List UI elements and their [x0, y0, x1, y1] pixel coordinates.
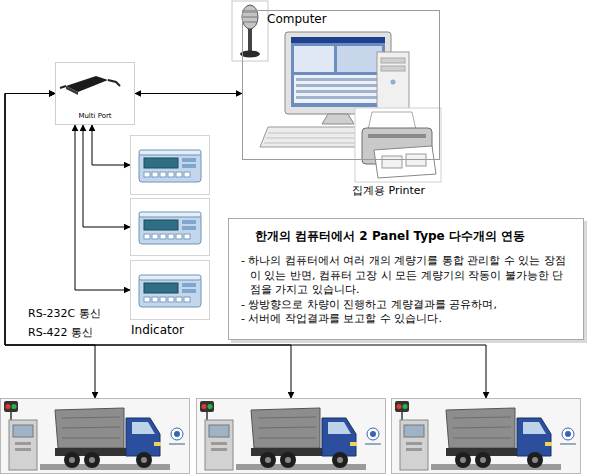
note-box: 한개의 컴퓨터에서 2 Panel Type 다수개의 연동 - 하나의 컴퓨터에… [228, 218, 584, 340]
computer-box: Computer [242, 10, 440, 160]
mic-grille [243, 22, 257, 23]
hub-cable [108, 80, 120, 86]
node-title: Multi Port [56, 112, 134, 120]
paper-out [374, 146, 436, 178]
window-panel [337, 46, 382, 72]
monitor-screen [291, 37, 385, 107]
window-panel [294, 46, 334, 72]
printer-picture [355, 108, 441, 182]
multi-port-box: Multi Port [55, 62, 135, 125]
mic-grille [243, 12, 257, 13]
truck-scale-box [196, 398, 386, 474]
protocol-label: RS-422 통신 [28, 325, 93, 340]
indicator-box [130, 260, 210, 320]
indicator-box [130, 135, 210, 195]
window-row [296, 96, 380, 99]
window-row [296, 90, 380, 93]
printed-label [382, 156, 402, 168]
monitor-bezel [285, 32, 391, 114]
truck-scale-picture [196, 398, 386, 474]
truck-scale-picture [391, 398, 581, 474]
node-body-text: - 하나의 컴퓨터에서 여러 개의 계량기를 통합 관리할 수 있는 장점이 있… [241, 254, 573, 298]
window-bar [291, 37, 385, 43]
connector-line [75, 125, 130, 290]
connector-line [92, 125, 130, 165]
protocol-label: RS-232C 통신 [28, 306, 101, 321]
key-row [268, 133, 358, 134]
picture-frame [355, 108, 441, 182]
connector-line [135, 93, 242, 94]
mic-head [242, 5, 258, 29]
node-body-text: - 서버에 작업결과를 보고할 수 있습니다. [241, 312, 573, 327]
key-row [264, 143, 362, 144]
node-title: Computer [267, 12, 327, 26]
paper-in [368, 112, 416, 130]
printed-label [406, 154, 426, 166]
indicator-caption: Indicator [131, 323, 184, 337]
printer-caption: 집계용 Printer [352, 183, 425, 198]
printer-slot [368, 134, 426, 138]
window-row [296, 84, 380, 87]
power-button [391, 80, 396, 85]
indicator-picture [139, 212, 201, 244]
window-row [296, 78, 380, 81]
drive-bay [381, 58, 405, 63]
indicator-box [130, 198, 210, 256]
key-row [266, 138, 360, 139]
mic-base [240, 51, 260, 58]
hub-side [66, 86, 78, 95]
truck-scale-box [0, 398, 190, 474]
node-title: 한개의 컴퓨터에서 2 Panel Type 다수개의 연동 [255, 228, 573, 245]
indicator-picture [139, 275, 201, 307]
mic-grille [242, 17, 258, 18]
monitor-stand [322, 114, 354, 124]
indicator-picture [139, 150, 201, 182]
node-body-text: - 쌍방향으로 차량이 진행하고 계량결과를 공유하며, [241, 298, 573, 313]
mic-stand [248, 29, 252, 51]
drive-bay [381, 66, 405, 71]
connector-line [5, 94, 95, 399]
multi-port-picture [60, 76, 120, 95]
window-panel [294, 75, 382, 103]
connector-line [83, 125, 130, 227]
keyboard-picture [260, 127, 364, 147]
truck-scale-picture [0, 398, 190, 474]
hub-cable [60, 86, 66, 88]
truck-scale-box [391, 398, 581, 474]
keyboard-body [260, 127, 364, 147]
